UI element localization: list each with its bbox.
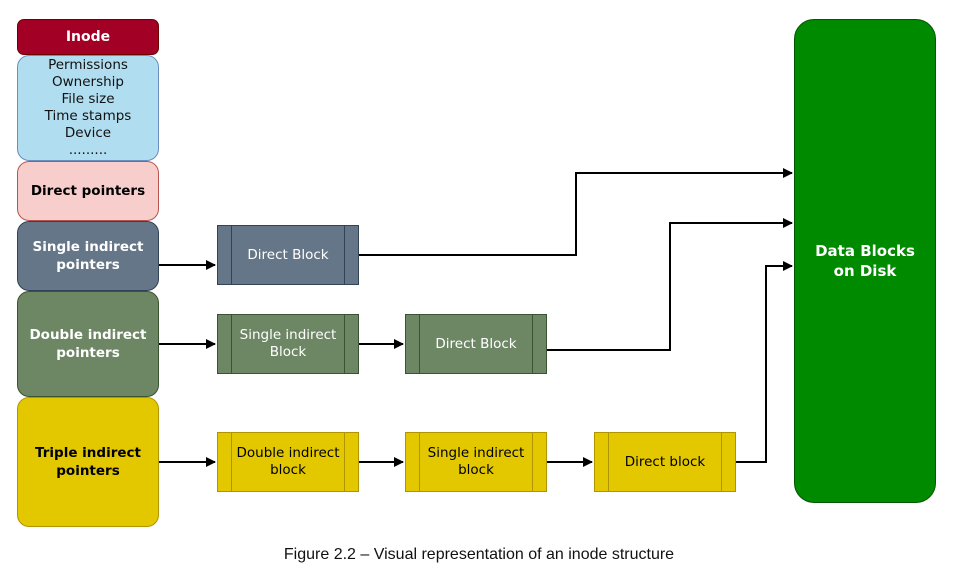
attr-ellipsis: .........	[68, 142, 108, 158]
triple-row-double-indirect-line2: block	[270, 462, 306, 478]
direct-pointers: Direct pointers	[17, 161, 159, 221]
attr-ownership: Ownership	[52, 74, 124, 90]
arrow-triple-direct-to-disk	[736, 261, 793, 463]
double-row-single-indirect-line1: Single indirect	[239, 327, 337, 343]
attr-file-size: File size	[61, 91, 115, 107]
single-indirect-pointers-line2: pointers	[56, 257, 120, 273]
double-row-single-indirect-line2: Block	[269, 344, 307, 360]
attr-permissions: Permissions	[48, 57, 128, 73]
attr-device: Device	[64, 125, 112, 141]
triple-indirect-pointers-line1: Triple indirect	[35, 445, 141, 461]
inode-header: Inode	[17, 19, 159, 55]
single-indirect-pointers: Single indirect pointers	[17, 221, 159, 291]
double-indirect-pointers-line2: pointers	[56, 345, 120, 361]
triple-indirect-pointers-line2: pointers	[56, 463, 120, 479]
triple-row-double-indirect-line1: Double indirect	[236, 445, 340, 461]
single-indirect-pointers-line1: Single indirect	[32, 239, 144, 255]
double-indirect-pointers: Double indirect pointers	[17, 291, 159, 397]
attr-time-stamps: Time stamps	[44, 108, 132, 124]
data-blocks-line2: on Disk	[833, 262, 897, 280]
inode-attributes: Permissions Ownership File size Time sta…	[17, 55, 159, 161]
triple-row-single-indirect-line2: block	[458, 462, 494, 478]
arrow-single-direct-to-disk	[359, 168, 793, 256]
triple-row-direct-block: Direct block	[594, 432, 736, 492]
figure-caption: Figure 2.2 – Visual representation of an…	[283, 546, 675, 563]
triple-row-single-indirect-line1: Single indirect	[427, 445, 525, 461]
double-row-single-indirect-block: Single indirect Block	[217, 314, 359, 374]
double-indirect-pointers-line1: Double indirect	[29, 327, 147, 343]
double-row-direct-block: Direct Block	[405, 314, 547, 374]
single-row-direct-block: Direct Block	[217, 225, 359, 285]
triple-row-double-indirect-block: Double indirect block	[217, 432, 359, 492]
triple-row-single-indirect-block: Single indirect block	[405, 432, 547, 492]
data-blocks-on-disk: Data Blocks on Disk	[794, 19, 936, 503]
arrow-double-direct-to-disk	[547, 218, 793, 351]
data-blocks-line1: Data Blocks	[815, 242, 915, 260]
triple-indirect-pointers: Triple indirect pointers	[17, 397, 159, 527]
